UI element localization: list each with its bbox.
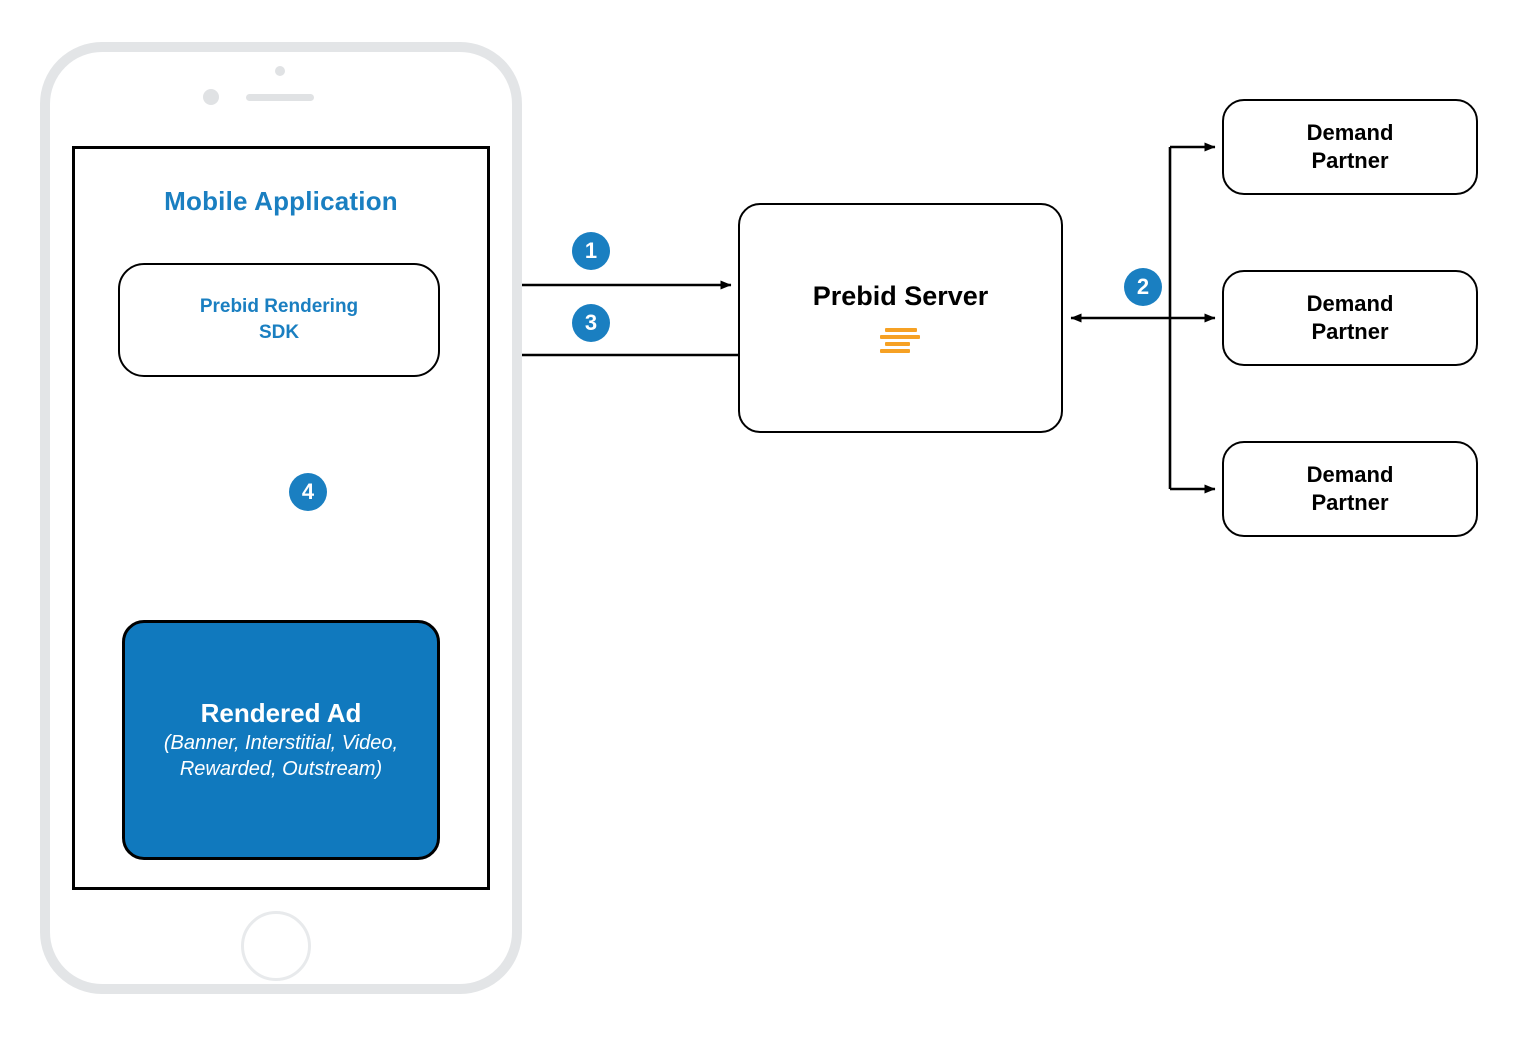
mobile-application-title: Mobile Application xyxy=(164,186,398,216)
proximity-sensor-icon xyxy=(275,66,285,76)
demand-partner-2-line-2: Partner xyxy=(1311,319,1389,344)
demand-partner-2-line-1: Demand xyxy=(1306,290,1394,316)
rendered-ad-subtitle-line-1: (Banner, Interstitial, Video, xyxy=(163,731,399,754)
prebid-logo-icon xyxy=(876,327,926,356)
node-demand-partner-1[interactable]: Demand Partner xyxy=(1222,99,1478,195)
step-badge-4: 4 xyxy=(289,473,327,511)
step-badge-2: 2 xyxy=(1124,268,1162,306)
home-button-icon[interactable] xyxy=(241,911,311,981)
node-demand-partner-2[interactable]: Demand Partner xyxy=(1222,270,1478,366)
demand-partner-3-line-2: Partner xyxy=(1311,490,1389,515)
sdk-label-line-1: Prebid Rendering xyxy=(199,296,359,318)
front-camera-icon xyxy=(203,89,219,105)
demand-partner-3-line-1: Demand xyxy=(1306,461,1394,487)
node-prebid-server[interactable]: Prebid Server xyxy=(738,203,1063,433)
node-demand-partner-3[interactable]: Demand Partner xyxy=(1222,441,1478,537)
demand-partner-1-line-2: Partner xyxy=(1311,148,1389,173)
node-rendered-ad[interactable]: Rendered Ad (Banner, Interstitial, Video… xyxy=(122,620,440,860)
step-badge-1: 1 xyxy=(572,232,610,270)
rendered-ad-title: Rendered Ad xyxy=(200,697,362,728)
sdk-label-line-2: SDK xyxy=(258,322,300,343)
step-badge-3: 3 xyxy=(572,304,610,342)
node-prebid-rendering-sdk[interactable]: Prebid Rendering SDK xyxy=(118,263,440,377)
prebid-server-title: Prebid Server xyxy=(812,280,989,311)
earpiece-speaker-icon xyxy=(246,94,314,101)
rendered-ad-subtitle-line-2: Rewarded, Outstream) xyxy=(179,758,383,780)
demand-partner-1-line-1: Demand xyxy=(1306,119,1394,145)
